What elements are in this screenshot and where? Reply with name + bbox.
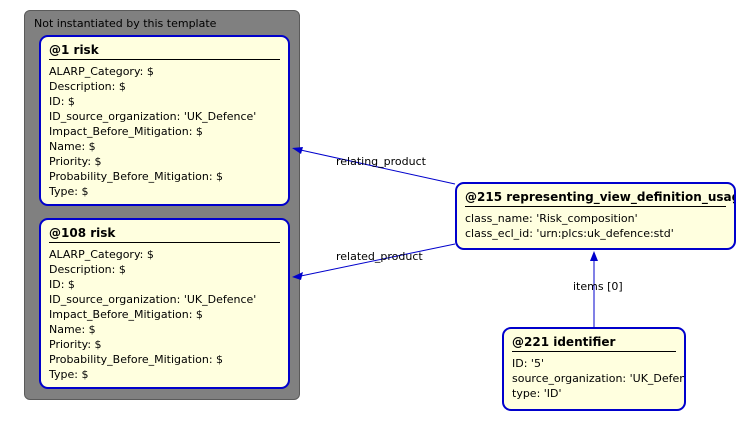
arrowhead-icon [292, 147, 303, 154]
entity-attribute: Impact_Before_Mitigation: $ [49, 308, 203, 321]
entity-attribute: ID: '5' [512, 357, 544, 370]
connector-line [295, 243, 456, 278]
entity-attribute: class_name: 'Risk_composition' [465, 212, 638, 225]
entity-attribute: ALARP_Category: $ [49, 65, 154, 78]
entity-attribute: ID_source_organization: 'UK_Defence' [49, 110, 257, 123]
entity-attribute: ID: $ [49, 278, 75, 291]
connector-label: relating_product [336, 155, 427, 168]
entity-risk-1[interactable]: @1 risk ALARP_Category: $ Description: $… [39, 35, 290, 206]
items-connector[interactable]: items [0] [573, 251, 623, 327]
entity-title: @108 risk [49, 226, 280, 243]
entity-risk-108[interactable]: @108 risk ALARP_Category: $ Description:… [39, 218, 290, 389]
entity-attribute: ALARP_Category: $ [49, 248, 154, 261]
group-label: Not instantiated by this template [34, 17, 217, 30]
entity-attribute: Priority: $ [49, 155, 102, 168]
entity-attribute: ID: $ [49, 95, 75, 108]
entity-attribute: Type: $ [49, 368, 89, 381]
entity-attribute: Description: $ [49, 80, 126, 93]
entity-attribute: Name: $ [49, 323, 96, 336]
related-product-connector[interactable]: related_product [292, 243, 456, 280]
entity-title: @215 representing_view_definition_usage [465, 190, 734, 207]
entity-attribute: type: 'ID' [512, 387, 562, 400]
entity-attribute: Name: $ [49, 140, 96, 153]
relating-product-connector[interactable]: relating_product [292, 147, 456, 185]
entity-attribute: class_ecl_id: 'urn:plcs:uk_defence:std' [465, 227, 674, 240]
entity-attribute: Probability_Before_Mitigation: $ [49, 170, 224, 183]
entity-title: @1 risk [49, 43, 280, 60]
entity-attribute: Type: $ [49, 185, 89, 198]
connector-label: items [0] [573, 280, 623, 293]
entity-attribute: source_organization: 'UK_Defence' [512, 372, 686, 385]
entity-attribute: Impact_Before_Mitigation: $ [49, 125, 203, 138]
entity-attribute: Priority: $ [49, 338, 102, 351]
entity-attribute: Description: $ [49, 263, 126, 276]
connector-line [295, 148, 456, 185]
arrowhead-icon [590, 251, 598, 261]
entity-attribute: Probability_Before_Mitigation: $ [49, 353, 224, 366]
connector-label: related_product [336, 250, 423, 263]
entity-attribute: ID_source_organization: 'UK_Defence' [49, 293, 257, 306]
arrowhead-icon [292, 272, 303, 280]
entity-identifier-221[interactable]: @221 identifier ID: '5' source_organizat… [502, 327, 686, 411]
entity-title: @221 identifier [512, 335, 676, 352]
entity-representing-view-definition-usage-215[interactable]: @215 representing_view_definition_usage … [455, 182, 736, 250]
